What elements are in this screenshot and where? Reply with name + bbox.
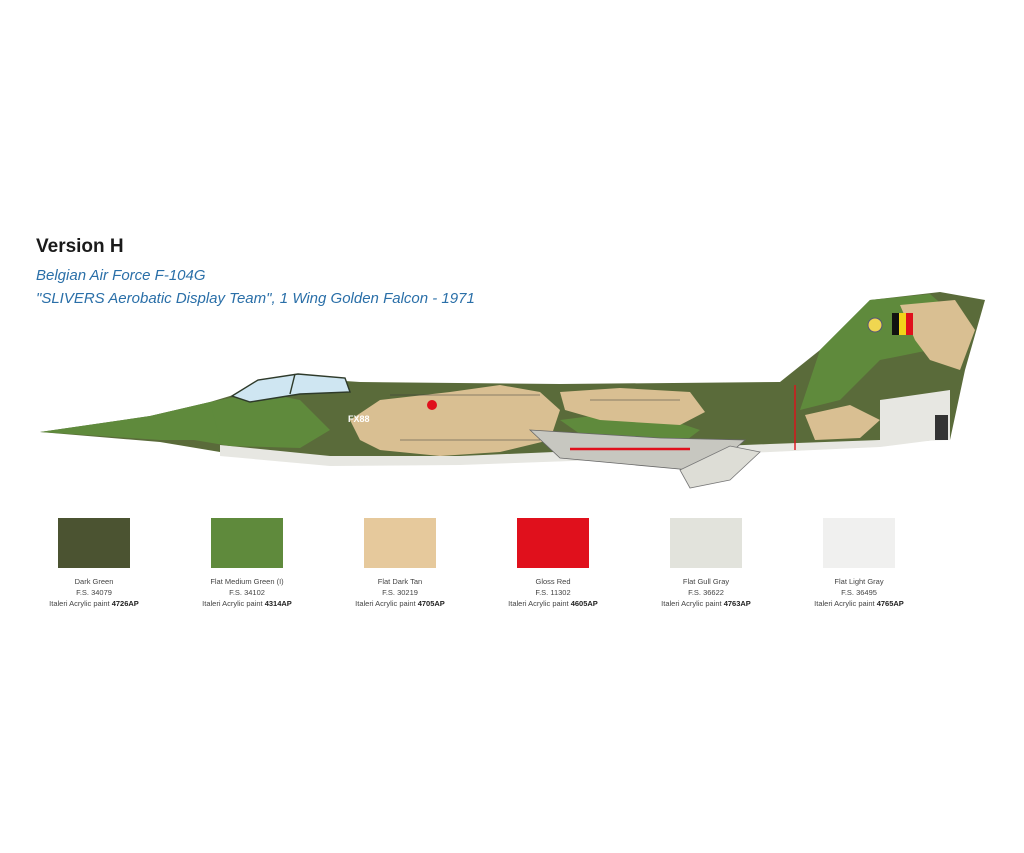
swatch-color-box	[517, 518, 589, 568]
swatch-name: Dark Green	[74, 577, 114, 586]
subtitle-line-2: "SLIVERS Aerobatic Display Team", 1 Wing…	[36, 290, 475, 307]
tail-flag-black	[892, 313, 899, 335]
swatch-paint-code: Italeri Acrylic paint 4726AP	[49, 599, 139, 608]
swatch-name: Gloss Red	[535, 577, 571, 586]
swatch-fs-code: F.S. 36495	[841, 588, 877, 597]
camo-tan	[805, 405, 880, 440]
swatch-fs-code: F.S. 36622	[688, 588, 724, 597]
camo-tan	[560, 388, 705, 425]
swatch-paint-code: Italeri Acrylic paint 4705AP	[355, 599, 445, 608]
swatch-paint-code: Italeri Acrylic paint 4605AP	[508, 599, 598, 608]
exhaust	[935, 415, 948, 440]
camo-tan	[900, 300, 975, 370]
version-header: Version H Belgian Air Force F-104G "SLIV…	[36, 236, 475, 310]
tail-flag-red	[906, 313, 913, 335]
aircraft-code: FX88	[348, 414, 370, 424]
swatch-color-box	[364, 518, 436, 568]
swatch-color-box	[211, 518, 283, 568]
camo-tan	[350, 385, 560, 456]
version-title: Version H	[36, 236, 124, 257]
swatch-fs-code: F.S. 34079	[76, 588, 112, 597]
swatch-paint-code: Italeri Acrylic paint 4763AP	[661, 599, 751, 608]
subtitle-line-1: Belgian Air Force F-104G	[36, 267, 206, 284]
roundel	[427, 400, 437, 410]
swatch-name: Flat Dark Tan	[377, 577, 423, 586]
tail-gray	[880, 390, 950, 442]
swatch-paint-code: Italeri Acrylic paint 4765AP	[814, 599, 904, 608]
panel-lines	[390, 394, 680, 441]
swatch-color-box	[58, 518, 130, 568]
swatch-paint-code: Italeri Acrylic paint 4314AP	[202, 599, 292, 608]
swatch-name: Flat Gull Gray	[682, 577, 730, 586]
swatch-color-box	[823, 518, 895, 568]
aircraft-illustration: FX88	[40, 292, 985, 489]
swatch-fs-code: F.S. 11302	[535, 588, 571, 597]
swatch-fs-code: F.S. 34102	[229, 588, 265, 597]
swatch-fs-code: F.S. 30219	[382, 588, 418, 597]
swatch-name: Flat Medium Green (I)	[210, 577, 284, 586]
nose-cone	[40, 402, 220, 440]
tail-emblem	[867, 317, 883, 333]
swatch-color-box	[670, 518, 742, 568]
swatch-name: Flat Light Gray	[834, 577, 884, 586]
tail-flag-yellow	[899, 313, 906, 335]
canopy-frame	[289, 373, 296, 395]
ventral-fin	[679, 445, 761, 489]
